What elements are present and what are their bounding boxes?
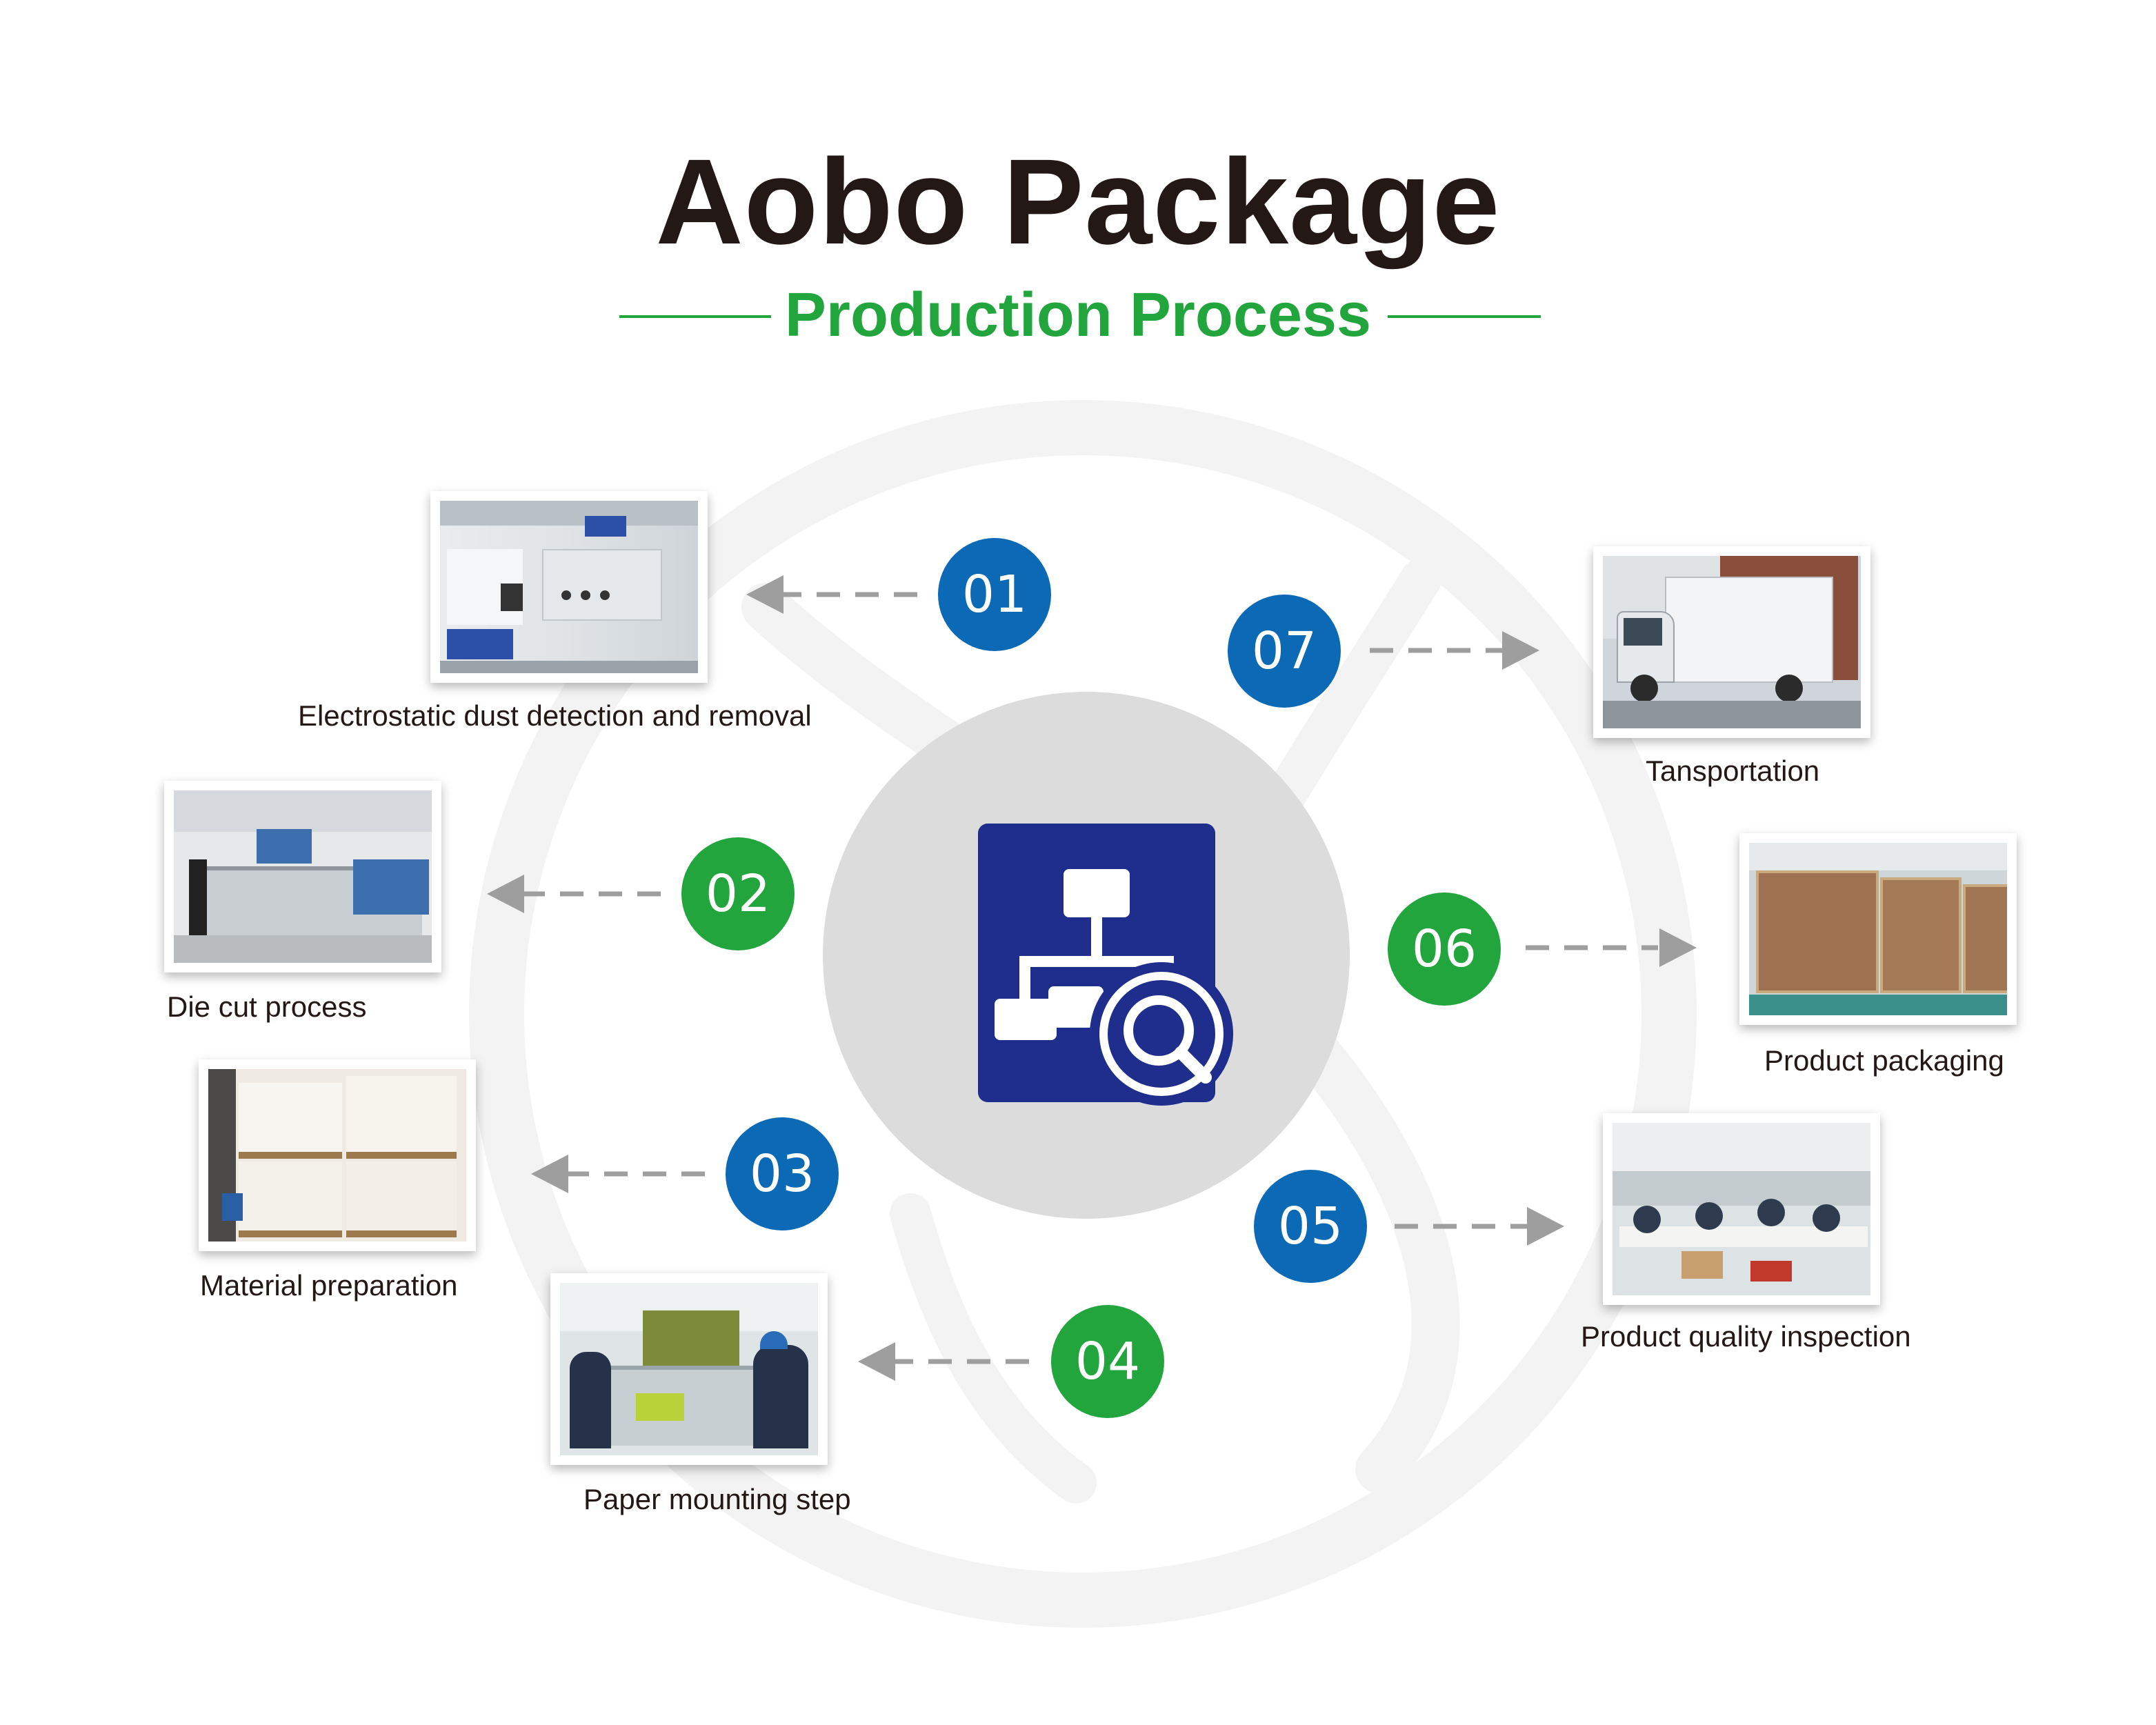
step-label-07: Tansportation: [1646, 755, 1820, 787]
step-label-05: Product quality inspection: [1581, 1320, 1911, 1353]
step-label-04: Paper mounting step: [583, 1483, 851, 1515]
arrow-head-01: [746, 575, 783, 614]
step-label-06: Product packaging: [1764, 1044, 2004, 1077]
subtitle-rule-left: [619, 315, 771, 318]
step-badge-06: 06: [1388, 893, 1501, 1006]
step-label-03: Material preparation: [200, 1269, 458, 1302]
arrow-head-05: [1527, 1207, 1564, 1246]
subtitle-row: Production Process: [0, 277, 2156, 353]
step-badge-04: 04: [1051, 1305, 1164, 1418]
photo-die-cut-machine: [164, 781, 441, 973]
arrow-head-04: [858, 1342, 895, 1381]
photo-material-stacks: [199, 1059, 476, 1251]
step-label-01: Electrostatic dust detection and removal: [298, 699, 812, 732]
page-title: Aobo Package: [655, 134, 1501, 270]
photo-product-packaging: [1739, 833, 2017, 1025]
arrow-head-06: [1659, 928, 1697, 967]
step-label-02: Die cut process: [167, 990, 367, 1023]
step-badge-05: 05: [1254, 1170, 1367, 1283]
photo-transport-truck: [1593, 546, 1870, 738]
arrow-head-07: [1502, 631, 1539, 670]
arrow-head-02: [487, 875, 524, 913]
step-badge-03: 03: [726, 1117, 839, 1230]
page-subtitle: Production Process: [784, 281, 1372, 350]
photo-paper-mounting-line: [550, 1273, 828, 1465]
photo-quality-inspection: [1603, 1113, 1880, 1305]
photo-dust-removal-machine: [430, 491, 708, 683]
step-badge-01: 01: [938, 538, 1051, 651]
step-badge-07: 07: [1228, 595, 1341, 708]
subtitle-rule-right: [1388, 315, 1541, 318]
arrow-head-03: [531, 1155, 568, 1193]
step-badge-02: 02: [681, 837, 795, 950]
flowchart-search-icon: [978, 824, 1233, 1106]
